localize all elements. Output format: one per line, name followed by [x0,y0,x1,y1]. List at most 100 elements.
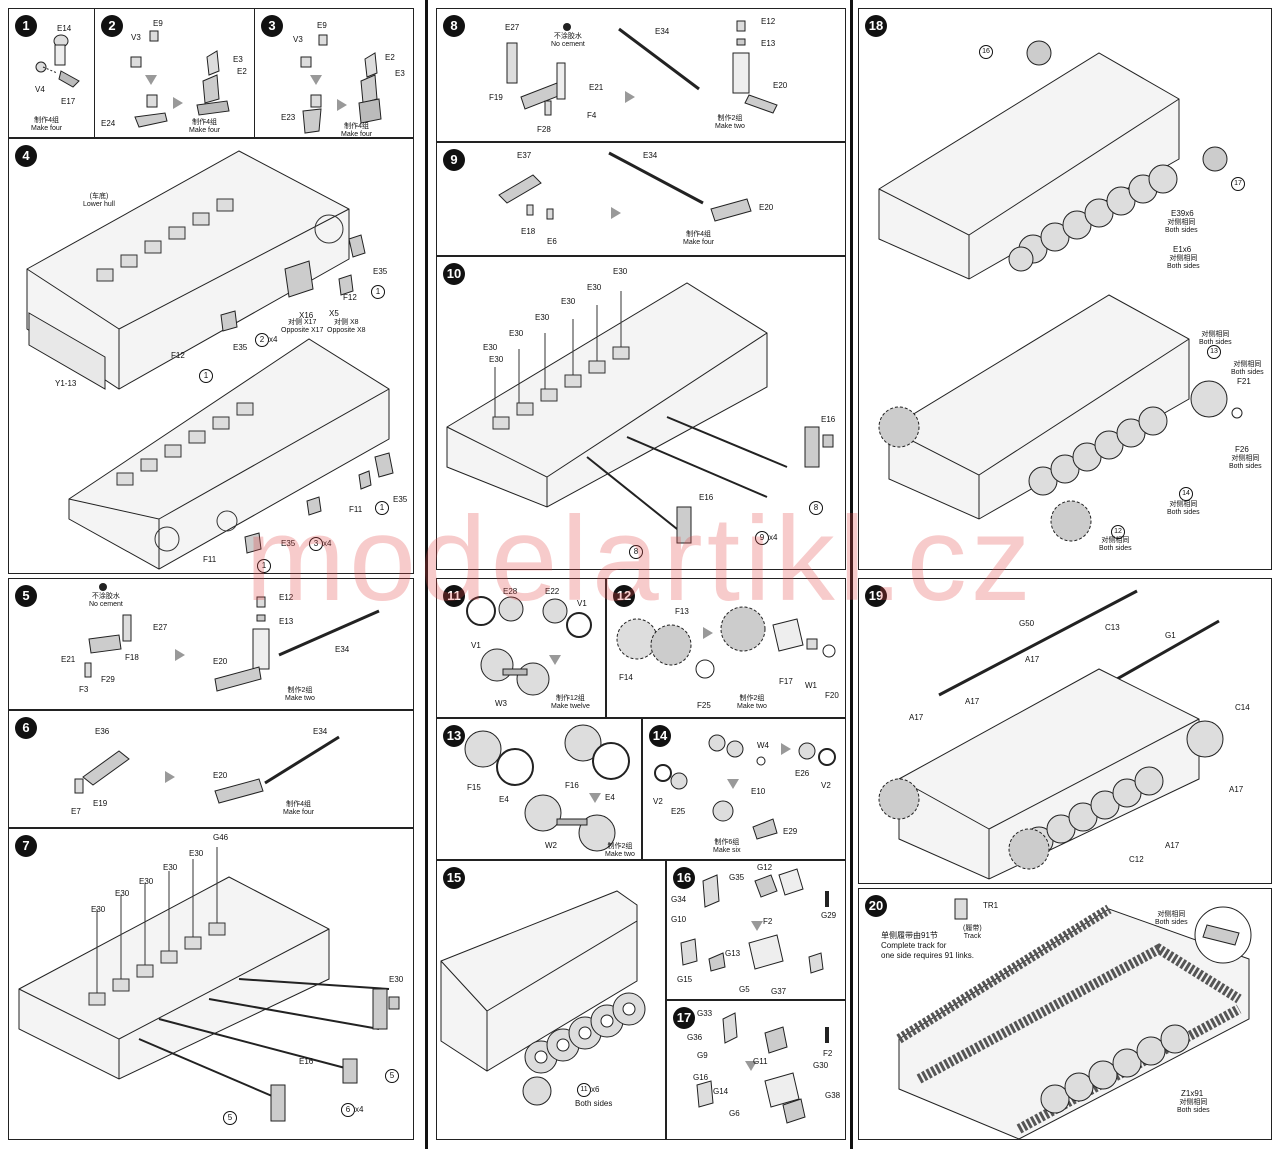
part-label: C14 [1235,703,1250,712]
part-label: A17 [1229,785,1244,794]
step-number: 2 [101,15,123,37]
hull-suspension-illustration [446,282,834,544]
step-number: 16 [673,867,695,889]
step-number: 20 [865,895,887,917]
assembly-illustration [84,583,380,692]
callout-9: 9 [755,531,769,545]
column-divider-left [425,0,428,1149]
step-panel-16: 16 G12 G35 G34 G10 F2 G29 G13 G15 G5 G37 [666,860,846,1000]
flow-arrow-icon [549,655,561,665]
qty-label: x4 [355,1105,364,1114]
part-label: E30 [509,329,524,338]
part-label: F12 [343,293,357,302]
step-number: 17 [673,1007,695,1029]
part-label: G33 [697,1009,713,1018]
part-label: X16 [299,311,314,320]
part-label: F16 [565,781,579,790]
idler-wheel-illustration [464,724,630,852]
part-label: F12 [171,351,185,360]
part-label: E30 [163,863,178,872]
callout-1: 1 [371,285,385,299]
part-label: E20 [213,657,228,666]
part-label: E2 [237,67,247,76]
part-label: G10 [671,915,687,924]
step-panel-7: 7 G46 E30 E30 E30 E30 E30 E30 E16 5 5 6 … [8,828,414,1140]
part-label: G9 [697,1051,708,1060]
part-label: TR1 [983,901,999,910]
part-label: G46 [213,833,229,842]
part-label: A17 [1165,841,1180,850]
flow-arrow-icon [781,743,791,755]
step-panel-17: 17 G33 G36 G9 G11 F2 G30 G16 G14 G6 G38 [666,1000,846,1140]
part-label: F20 [825,691,839,700]
part-label: G34 [671,895,687,904]
flow-arrow-icon [625,91,635,103]
callout-1: 1 [375,501,389,515]
part-label: F13 [675,607,689,616]
part-label: E30 [139,877,154,886]
part-label: W2 [545,841,557,850]
part-label: E13 [279,617,294,626]
step-number: 8 [443,15,465,37]
part-label: E21 [589,83,604,92]
part-label: E28 [503,587,518,596]
part-label: X5 [329,309,339,318]
callout-16: 16 [979,45,993,59]
flow-arrow-icon [589,793,601,803]
flow-arrow-icon [751,921,763,931]
part-label: E34 [643,151,658,160]
callout-5: 5 [223,1111,237,1125]
part-label: G6 [729,1109,740,1118]
part-label: G11 [753,1057,768,1066]
part-label: F21 [1237,377,1251,386]
part-label: G13 [725,949,741,958]
part-label: G50 [1019,619,1035,628]
part-label: E39x6 [1171,209,1194,218]
part-label: V2 [653,797,663,806]
part-label: Y1-13 [55,379,77,388]
part-label: E27 [153,623,168,632]
part-label: A17 [909,713,924,722]
part-label: F11 [203,555,217,564]
part-label: E30 [535,313,550,322]
part-label: E35 [373,267,388,276]
part-label: G29 [821,911,837,920]
part-label: E30 [189,849,204,858]
part-label: E30 [389,975,404,984]
part-label: C12 [1129,855,1144,864]
part-label: E30 [587,283,602,292]
fender-illustration [696,1012,829,1124]
part-label: G37 [771,987,787,996]
callout-13: 13 [1207,345,1221,359]
callout-6: 6 [341,1103,355,1117]
part-label: E22 [545,587,560,596]
part-label: E7 [71,807,81,816]
callout-12: 12 [1111,525,1125,539]
step-number: 18 [865,15,887,37]
flow-arrow-icon [310,75,322,85]
part-label: E20 [773,81,788,90]
callout-1: 1 [199,369,213,383]
part-label: G16 [693,1073,709,1082]
step-number: 11 [443,585,465,607]
part-label: V1 [577,599,587,608]
hull-wheels-illustration [440,890,646,1106]
return-roller-illustration [654,734,836,840]
part-label: E26 [795,769,810,778]
part-label: E13 [761,39,776,48]
step-number: 6 [15,717,37,739]
flow-arrow-icon [337,99,347,111]
part-label: E21 [61,655,76,664]
step-number: 12 [613,585,635,607]
